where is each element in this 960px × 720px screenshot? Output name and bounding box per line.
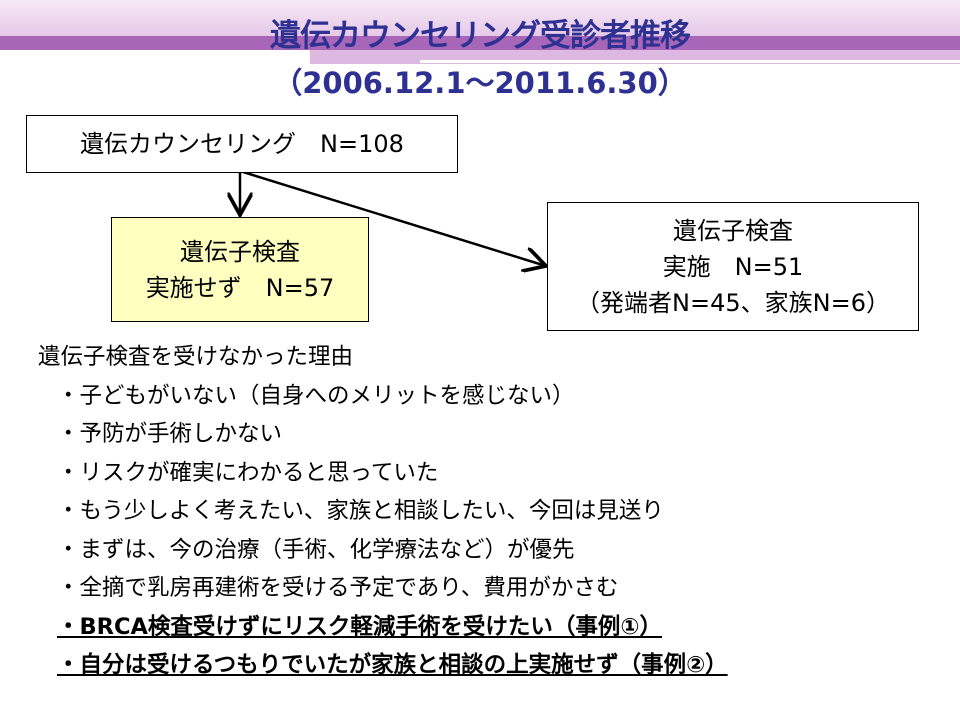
not-tested-line1: 遺伝子検査 <box>180 237 300 266</box>
header-band-line <box>420 60 960 63</box>
not-tested-box: 遺伝子検査 実施せず N=57 <box>111 217 369 322</box>
list-item: ・全摘で乳房再建術を受ける予定であり、費用がかさむ <box>57 575 619 601</box>
tested-line2: 実施 N=51 <box>662 252 804 281</box>
list-item: ・リスクが確実にわかると思っていた <box>57 459 439 486</box>
header-band-light <box>0 0 960 36</box>
tested-line3: （発端者N=45、家族N=6） <box>576 288 890 317</box>
list-item: ・予防が手術しかない <box>57 421 283 447</box>
tested-box: 遺伝子検査 実施 N=51 （発端者N=45、家族N=6） <box>547 202 919 331</box>
tested-line1: 遺伝子検査 <box>673 216 793 245</box>
counseling-label: 遺伝カウンセリング N=108 <box>80 130 404 158</box>
reasons-heading: 遺伝子検査を受けなかった理由 <box>38 344 354 370</box>
not-tested-line2: 実施せず N=57 <box>145 273 335 302</box>
slide-title: 遺伝カウンセリング受診者推移 <box>270 18 691 54</box>
counseling-box: 遺伝カウンセリング N=108 <box>26 115 458 173</box>
arrow-diagonal <box>242 170 546 266</box>
list-item: ・もう少しよく考えたい、家族と相談したい、今回は見送り <box>57 498 664 524</box>
header-band <box>0 36 960 50</box>
list-item: ・子どもがいない（自身へのメリットを感じない） <box>57 382 575 409</box>
list-item-case2: ・自分は受けるつもりでいたが家族と相談の上実施せず（事例②） <box>57 652 728 678</box>
list-item-case1: ・BRCA検査受けずにリスク軽減手術を受けたい（事例①） <box>57 613 662 640</box>
list-item: ・まずは、今の治療（手術、化学療法など）が優先 <box>57 536 575 563</box>
reasons-list: 遺伝子検査を受けなかった理由 ・子どもがいない（自身へのメリットを感じない） ・… <box>38 338 728 685</box>
slide-subtitle: （2006.12.1～2011.6.30） <box>273 66 687 100</box>
